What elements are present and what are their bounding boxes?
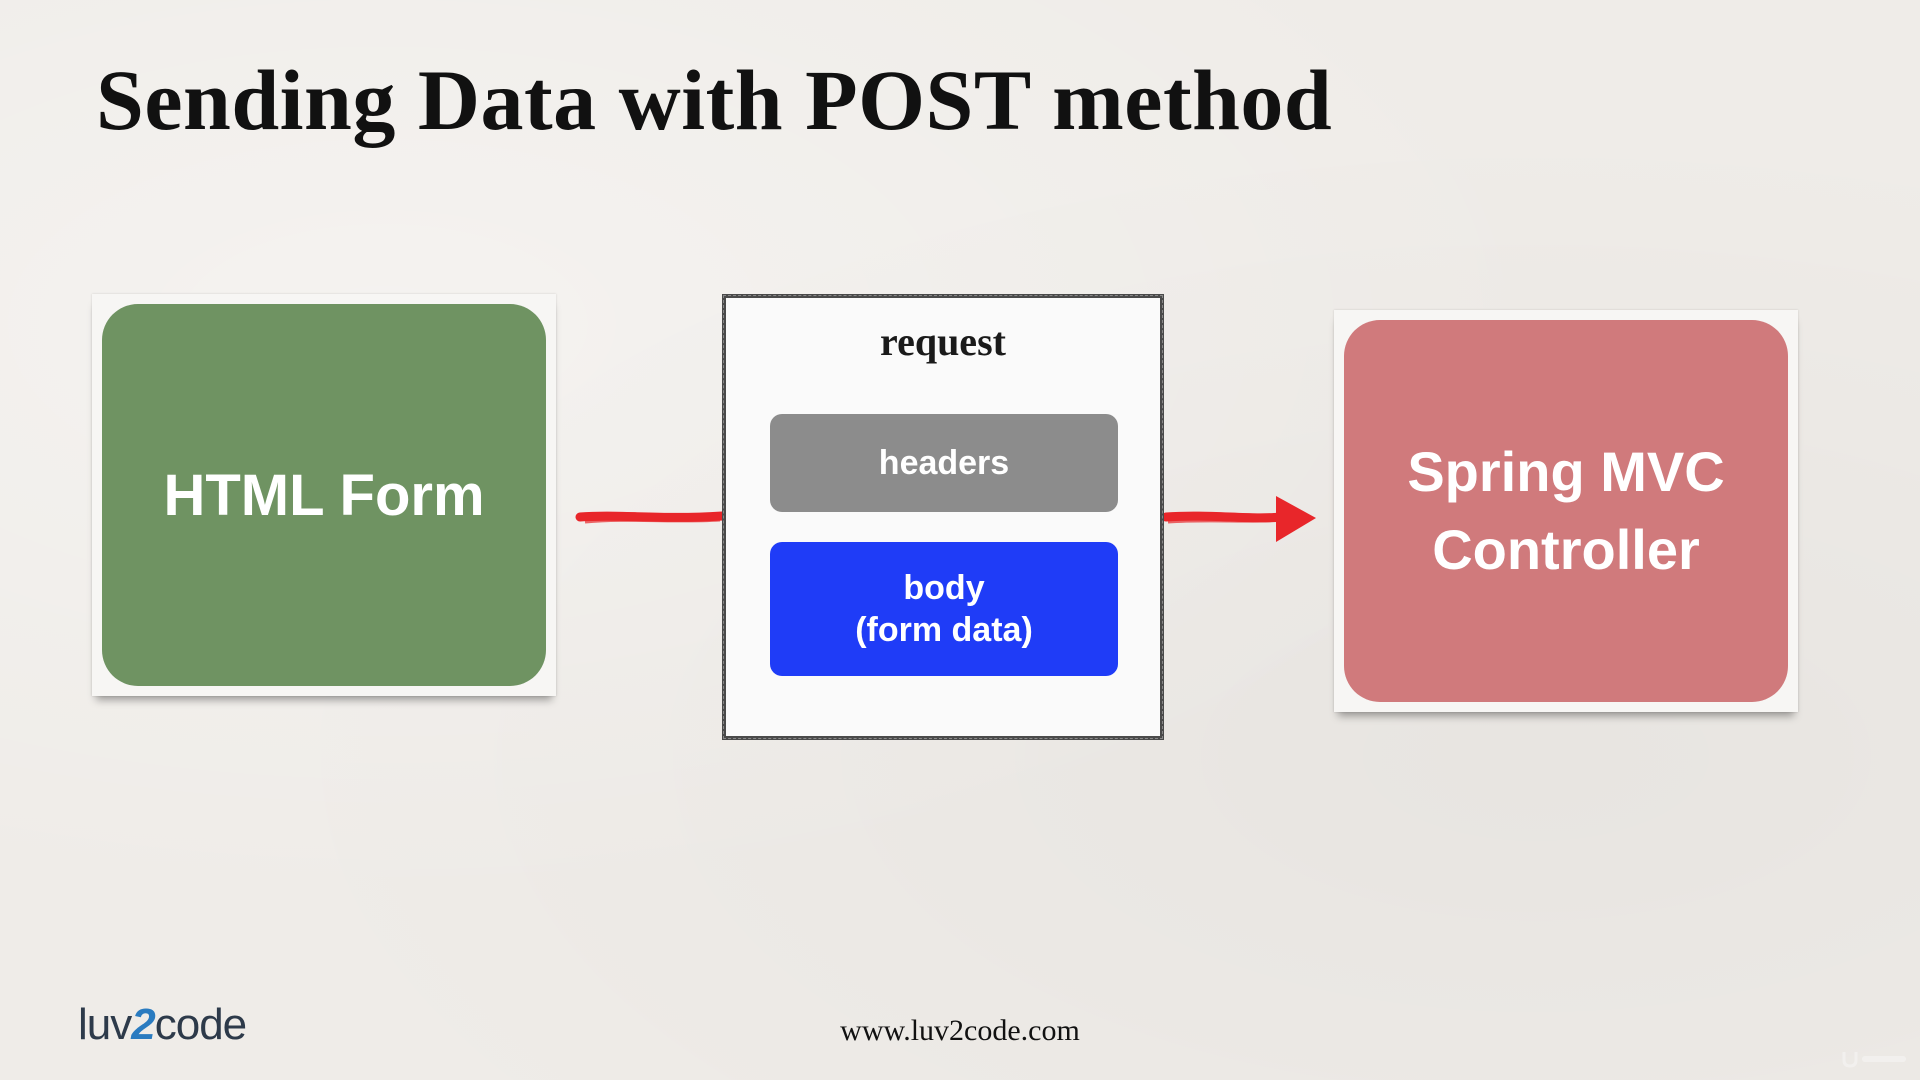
- logo-part2: 2: [131, 1000, 156, 1049]
- request-container: request headers body (form data): [722, 294, 1164, 740]
- logo-part1: luv: [78, 1000, 132, 1049]
- controller-frame: Spring MVC Controller: [1334, 310, 1798, 712]
- body-sublabel: (form data): [855, 611, 1033, 649]
- logo-text: luv2code: [78, 1000, 247, 1050]
- controller-label-line2: Controller: [1432, 518, 1700, 581]
- body-block: body (form data): [770, 542, 1118, 676]
- html-form-box: HTML Form: [102, 304, 546, 686]
- html-form-frame: HTML Form: [92, 294, 556, 696]
- arrow-line-icon: [575, 511, 727, 524]
- body-label: body: [903, 569, 985, 607]
- controller-label-line1: Spring MVC: [1407, 440, 1725, 503]
- luv2code-logo-icon: luv2code: [78, 1000, 268, 1070]
- request-label: request: [880, 319, 1006, 364]
- headers-label: headers: [878, 443, 1010, 482]
- controller-box: Spring MVC Controller: [1344, 320, 1788, 702]
- html-form-label: HTML Form: [163, 462, 485, 528]
- headers-block: headers: [770, 414, 1118, 512]
- slide-title: Sending Data with POST method: [96, 52, 1333, 148]
- logo-part3: code: [154, 1000, 247, 1049]
- udemy-watermark-icon: [1842, 1052, 1906, 1068]
- arrow-right-icon: [1161, 496, 1316, 542]
- footer-url: www.luv2code.com: [840, 1014, 1080, 1047]
